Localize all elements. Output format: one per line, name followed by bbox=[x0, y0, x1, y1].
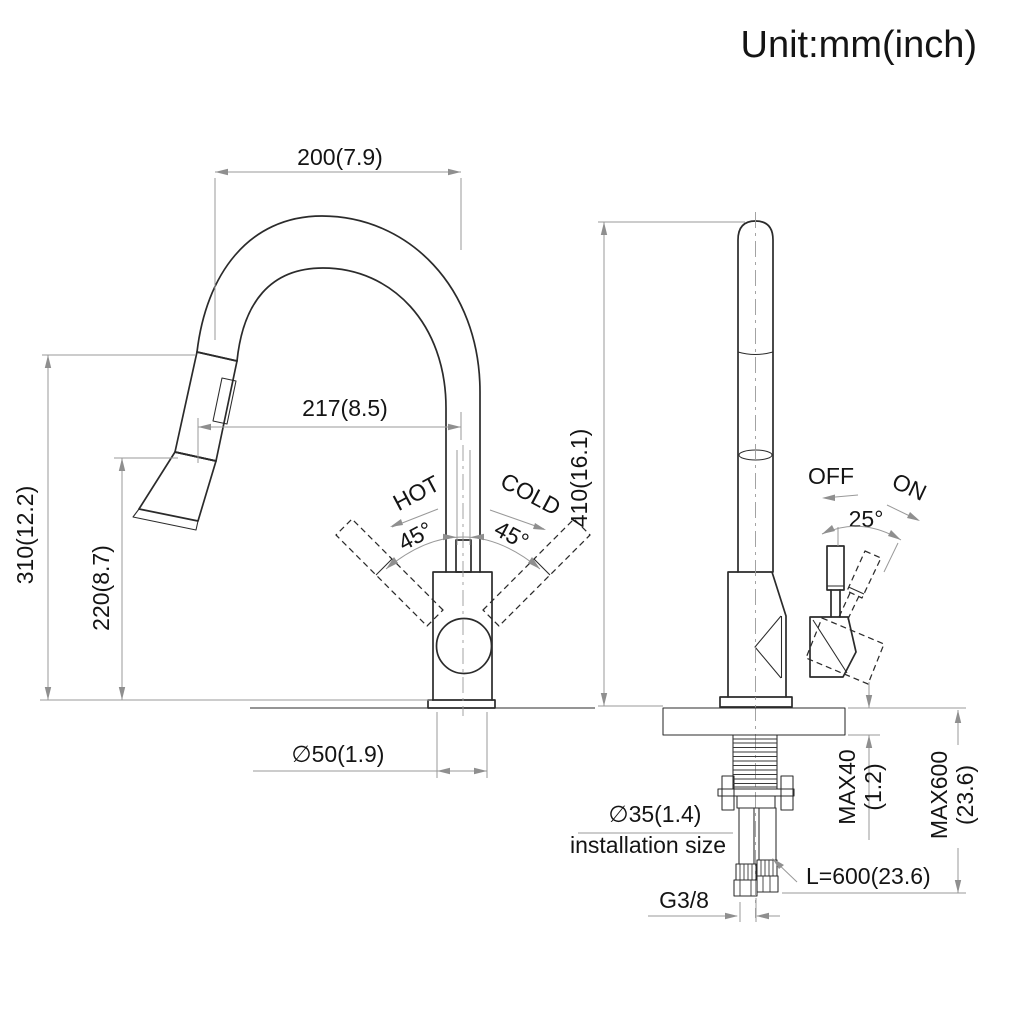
hole-caption-label: installation size bbox=[570, 832, 726, 858]
valve-block-dashed bbox=[805, 617, 885, 685]
dim-total-height-label: 410(16.1) bbox=[566, 429, 592, 527]
on-label: ON bbox=[888, 468, 930, 506]
dim-overall-width-label: 217(8.5) bbox=[302, 395, 388, 421]
dim-base-diameter-label: ∅50(1.9) bbox=[292, 741, 385, 767]
base-flange bbox=[427, 699, 496, 709]
mixing-ball bbox=[435, 617, 493, 675]
body-notch bbox=[754, 615, 783, 679]
countertop-slab bbox=[662, 707, 846, 736]
handle-angle-label: 25° bbox=[849, 506, 884, 532]
cold-label: COLD bbox=[496, 467, 565, 520]
shank-threads bbox=[733, 738, 777, 788]
faucet-body-front bbox=[432, 571, 493, 701]
spray-head-button bbox=[212, 377, 237, 425]
handle-stem bbox=[455, 539, 472, 573]
side-view-faucet bbox=[662, 212, 885, 918]
spout-outer-curve bbox=[196, 215, 481, 573]
off-label: OFF bbox=[808, 463, 854, 489]
dim-below-max-inch-label: (23.6) bbox=[952, 765, 978, 825]
valve-block bbox=[809, 616, 857, 678]
hose-fitting-left bbox=[733, 863, 758, 897]
front-view-faucet bbox=[132, 215, 595, 716]
unit-label: Unit:mm(inch) bbox=[741, 24, 977, 66]
spout-inner-curve bbox=[236, 267, 447, 573]
pipe-segment-line bbox=[737, 351, 774, 356]
mounting-washer bbox=[717, 788, 795, 797]
side-view-dimensions: 410(16.1) OFF ON 25° MAX40 (1.2) MAX600 … bbox=[566, 221, 978, 922]
mounting-bolt-left bbox=[721, 775, 735, 811]
hot-handle-joint bbox=[375, 558, 393, 576]
dim-hose-length-label: L=600(23.6) bbox=[806, 863, 931, 889]
handle-knob-dashed-band bbox=[848, 586, 865, 595]
cold-handle-joint bbox=[533, 558, 551, 576]
dim-spout-height-label: 310(12.2) bbox=[12, 486, 38, 584]
spray-nozzle-tip bbox=[132, 508, 199, 531]
spray-nozzle bbox=[138, 451, 217, 522]
valve-block-edge bbox=[812, 619, 848, 674]
front-view-dimensions: 200(7.9) 217(8.5) 310(12.2) 220(8.7) ∅50… bbox=[12, 144, 565, 778]
hose-manifold bbox=[736, 795, 776, 809]
base-flange-side bbox=[719, 696, 793, 708]
faucet-body-side bbox=[727, 571, 787, 698]
supply-hose-right bbox=[758, 807, 777, 861]
hot-handle-dashed bbox=[335, 518, 444, 627]
dim-thread-label: G3/8 bbox=[659, 887, 709, 913]
handle-stem-dashed bbox=[838, 592, 860, 622]
dim-aerator-height-label: 220(8.7) bbox=[88, 545, 114, 631]
supply-hose-left bbox=[738, 807, 755, 865]
mounting-bolt-right bbox=[780, 775, 794, 811]
dim-spout-reach-label: 200(7.9) bbox=[297, 144, 383, 170]
hot-label: HOT bbox=[389, 470, 444, 516]
hose-fitting-right bbox=[756, 859, 779, 893]
dim-deck-max-label: MAX40 bbox=[834, 749, 860, 824]
spray-head-body bbox=[174, 351, 238, 462]
dim-below-max-label: MAX600 bbox=[926, 751, 952, 839]
dim-hole-diameter-label: ∅35(1.4) bbox=[609, 801, 702, 827]
cold-angle-label: 45° bbox=[490, 515, 533, 554]
handle-knob-dashed bbox=[846, 550, 882, 599]
cold-handle-dashed bbox=[482, 518, 591, 627]
dim-deck-max-inch-label: (1.2) bbox=[860, 763, 886, 810]
handle-stem-side bbox=[830, 589, 841, 618]
handle-knob bbox=[826, 545, 845, 591]
